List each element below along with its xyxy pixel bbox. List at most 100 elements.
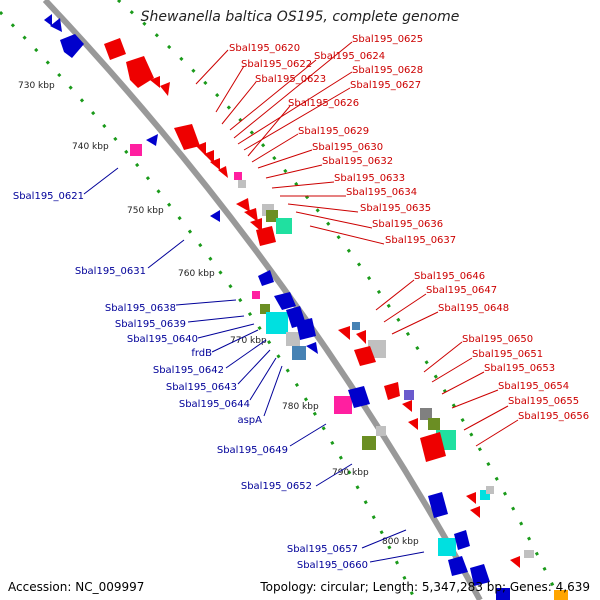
forward-gene-arrow: [204, 150, 214, 164]
dotted-ring-outer: [117, 0, 562, 600]
gene-label: Sbal195_0632: [322, 156, 393, 167]
gene-label: Sbal195_0626: [288, 98, 359, 109]
leader-line: [451, 389, 499, 409]
reverse-gene-arrow: [210, 210, 220, 222]
gene-label: Sbal195_0650: [462, 334, 533, 345]
forward-strand-features: [104, 38, 568, 600]
gene-label: Sbal195_0651: [472, 349, 543, 360]
forward-gene-box: [480, 490, 490, 500]
leader-line: [211, 329, 259, 353]
accession-text: Accession: NC_009997: [8, 580, 145, 594]
reverse-gene-box: [130, 144, 142, 156]
scale-labels: 730 kbp 740 kbp 750 kbp 760 kbp 770 kbp …: [18, 81, 419, 547]
forward-gene-box: [352, 322, 360, 330]
gene-label: Sbal195_0625: [352, 34, 423, 45]
gene-label: Sbal195_0649: [217, 445, 288, 456]
leader-line: [225, 339, 267, 369]
forward-gene-box: [420, 408, 432, 420]
reverse-gene-box: [286, 332, 300, 346]
gene-label: Sbal195_0633: [334, 173, 405, 184]
genome-title: Shewanella baltica OS195, complete genom…: [140, 9, 460, 25]
leader-line: [233, 41, 353, 139]
forward-gene-arrow: [470, 506, 480, 518]
forward-gene-arrow: [354, 346, 376, 366]
leader-line: [463, 405, 509, 431]
gene-label: Sbal195_0636: [372, 219, 443, 230]
gene-label: Sbal195_0631: [75, 266, 146, 277]
scale-label: 750 kbp: [127, 206, 164, 216]
forward-gene-box: [486, 486, 494, 494]
leader-line: [257, 149, 313, 169]
gene-label: Sbal195_0656: [518, 411, 589, 422]
leader-line: [229, 59, 317, 131]
reverse-gene-arrow: [60, 34, 84, 58]
gene-label: Sbal195_0634: [346, 187, 417, 198]
leader-line: [431, 357, 473, 383]
leader-line: [441, 371, 485, 395]
leader-line: [289, 423, 327, 447]
forward-gene-arrow: [408, 418, 418, 430]
reverse-gene-box: [260, 304, 270, 314]
leader-line: [287, 203, 359, 213]
gene-label: Sbal195_0660: [297, 560, 368, 571]
forward-gene-box: [554, 590, 568, 600]
gene-label: Sbal195_0630: [312, 142, 383, 153]
reverse-gene-box: [362, 436, 376, 450]
leader-line: [369, 551, 425, 563]
forward-gene-box: [428, 418, 440, 430]
gene-label: Sbal195_0629: [298, 126, 369, 137]
gene-label: Sbal195_0627: [350, 80, 421, 91]
forward-gene-arrow: [510, 556, 520, 568]
scale-label: 740 kbp: [72, 142, 109, 152]
reverse-gene-arrow: [306, 342, 318, 354]
reverse-gene-arrow: [348, 386, 370, 408]
gene-label: Sbal195_0624: [314, 51, 385, 62]
leader-line: [147, 239, 185, 269]
genome-backbone: [42, 0, 483, 600]
gene-label: Sbal195_0652: [241, 481, 312, 492]
reverse-gene-box: [376, 426, 386, 436]
label-leader-lines: [83, 41, 519, 563]
reverse-gene-arrow: [44, 14, 52, 26]
leader-line: [221, 81, 257, 125]
forward-gene-box: [234, 172, 242, 180]
forward-gene-arrow: [174, 124, 200, 150]
leader-line: [251, 133, 299, 163]
reverse-gene-arrow: [296, 318, 316, 340]
gene-label: Sbal195_0639: [115, 319, 186, 330]
topology-text: Topology: circular; Length: 5,347,283 bp…: [260, 580, 590, 594]
forward-gene-arrow: [256, 226, 276, 246]
gene-label: Sbal195_0635: [360, 203, 431, 214]
dotted-track-rings: [0, 0, 562, 600]
reverse-gene-arrow: [470, 564, 490, 586]
leader-line: [271, 181, 335, 189]
reverse-strand-features: [44, 14, 510, 600]
gene-label: Sbal195_0642: [153, 365, 224, 376]
leader-line: [187, 315, 245, 323]
leader-line: [263, 365, 283, 417]
gene-label: frdB: [191, 348, 212, 359]
leader-line: [315, 463, 353, 487]
leader-line: [265, 164, 323, 179]
forward-gene-arrow: [218, 166, 228, 178]
reverse-gene-arrow: [258, 270, 274, 286]
scale-label: 800 kbp: [382, 537, 419, 547]
reverse-gene-arrow: [428, 492, 448, 518]
reverse-gene-arrow: [274, 292, 296, 310]
gene-label: aspA: [237, 415, 262, 426]
forward-gene-arrow: [338, 326, 350, 340]
reverse-gene-box: [438, 538, 456, 556]
forward-gene-arrow: [150, 76, 160, 88]
leader-line: [423, 341, 463, 373]
gene-label: Sbal195_0657: [287, 544, 358, 555]
gene-label: Sbal195_0620: [229, 43, 300, 54]
gene-label: Sbal195_0655: [508, 396, 579, 407]
forward-gene-box: [238, 180, 246, 188]
leader-line: [249, 357, 277, 401]
scale-label: 730 kbp: [18, 81, 55, 91]
forward-gene-arrow: [466, 492, 476, 504]
gene-label: Sbal195_0638: [105, 303, 176, 314]
gene-label: Sbal195_0644: [179, 399, 250, 410]
forward-gene-box: [276, 218, 292, 234]
